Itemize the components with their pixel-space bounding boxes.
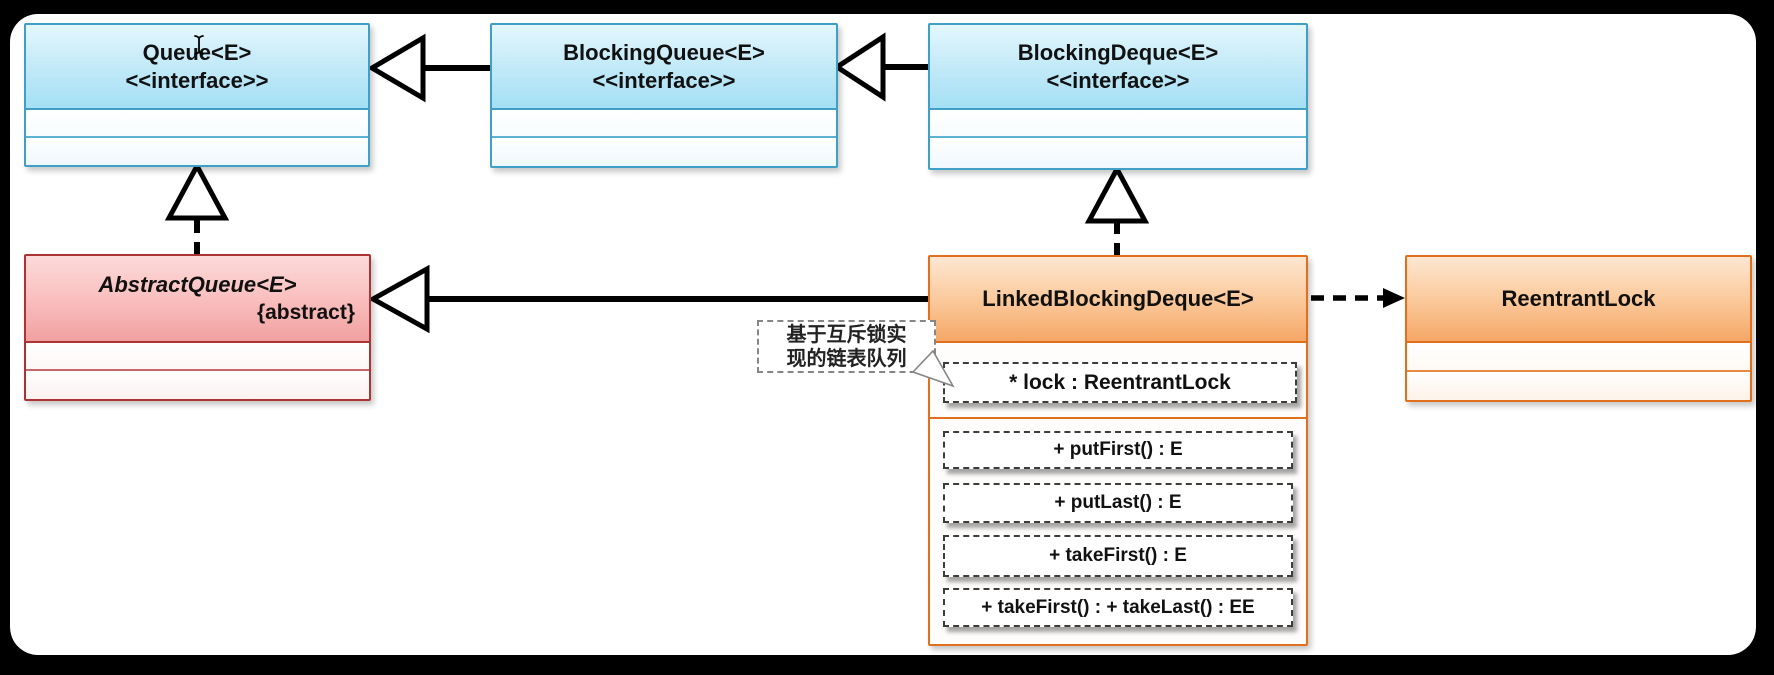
class-header: AbstractQueue<E> {abstract} xyxy=(26,256,369,343)
class-box-abstractqueue: AbstractQueue<E> {abstract} xyxy=(24,254,371,401)
callout-note-tail xyxy=(911,349,955,388)
class-header: ReentrantLock xyxy=(1407,257,1750,343)
methods-compartment xyxy=(492,138,836,166)
class-header: LinkedBlockingDeque<E> xyxy=(930,257,1306,343)
method-takefirst: + takeFirst() : E xyxy=(943,535,1293,577)
class-stereotype: <<interface>> xyxy=(1046,67,1190,93)
class-header: BlockingDeque<E> <<interface>> xyxy=(930,25,1306,110)
class-title: AbstractQueue<E> xyxy=(98,271,297,297)
methods-compartment xyxy=(930,138,1306,168)
fields-compartment xyxy=(492,110,836,138)
fields-compartment xyxy=(26,343,369,371)
class-title: BlockingDeque<E> xyxy=(1017,39,1219,65)
class-title: ReentrantLock xyxy=(1501,286,1656,311)
fields-compartment xyxy=(1407,343,1750,372)
note-line-1: 基于互斥锁实 xyxy=(786,323,907,346)
class-box-queue: Queue<E> <<interface>> xyxy=(24,23,370,167)
fields-compartment xyxy=(26,110,368,138)
methods-compartment xyxy=(26,138,368,165)
class-title: BlockingQueue<E> xyxy=(563,39,765,65)
class-stereotype: <<interface>> xyxy=(592,67,736,93)
class-header: BlockingQueue<E> <<interface>> xyxy=(492,25,836,110)
attribute-lock: * lock : ReentrantLock xyxy=(943,362,1297,403)
class-title: Queue<E> xyxy=(142,39,252,65)
fields-compartment xyxy=(930,110,1306,138)
class-title: LinkedBlockingDeque<E> xyxy=(982,286,1254,311)
callout-note: 基于互斥锁实 现的链表队列 xyxy=(757,320,936,373)
methods-compartment xyxy=(1407,372,1750,400)
note-line-2: 现的链表队列 xyxy=(786,347,907,370)
method-putfirst: + putFirst() : E xyxy=(943,431,1293,469)
class-header: Queue<E> <<interface>> xyxy=(26,25,368,110)
class-box-blockingdeque: BlockingDeque<E> <<interface>> xyxy=(928,23,1308,170)
methods-compartment xyxy=(26,371,369,399)
method-takelast: + takeFirst() : + takeLast() : EE xyxy=(943,588,1293,627)
class-stereotype: <<interface>> xyxy=(125,67,269,93)
abstract-modifier: {abstract} xyxy=(256,300,355,324)
method-putlast: + putLast() : E xyxy=(943,483,1293,523)
class-box-reentrantlock: ReentrantLock xyxy=(1405,255,1752,402)
text-cursor-icon xyxy=(194,35,204,55)
class-box-blockingqueue: BlockingQueue<E> <<interface>> xyxy=(490,23,838,168)
